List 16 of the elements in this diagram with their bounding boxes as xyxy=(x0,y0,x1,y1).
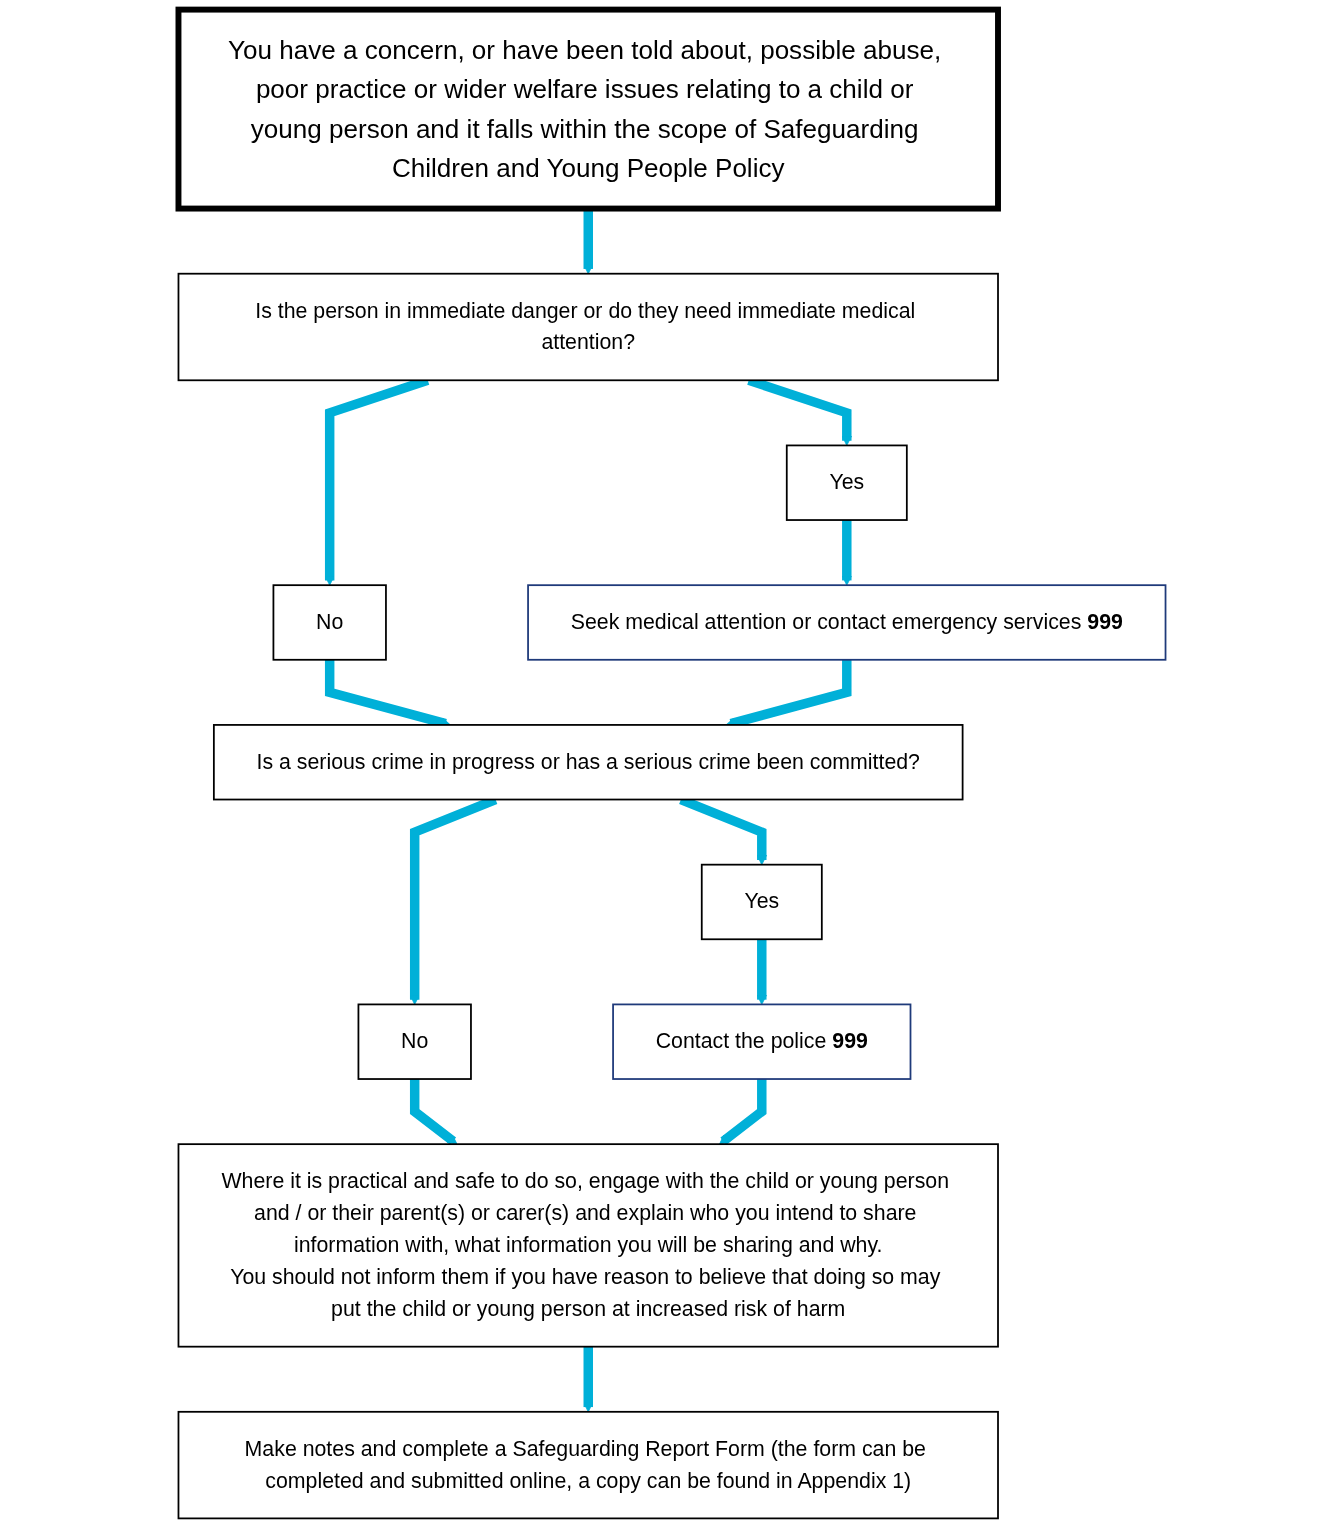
node-box: Is a serious crime in progress or has a serious crime been committed? xyxy=(212,724,963,801)
node-box: Where it is practical and safe to do so, engage with the child or young person and / or their parent(s) or carer(s) and explain who you intend to share information with, what information you will be sharing and why. You should not inform them if you have reason to believe that doing so may put the child or young person at increased risk of harm xyxy=(177,1143,999,1348)
arrow xyxy=(718,1079,766,1145)
arrow xyxy=(841,520,852,586)
arrow xyxy=(409,1079,457,1145)
node-box: Contact the police 999 xyxy=(611,1003,911,1080)
node-box: Seek medical attention or contact emergency services 999 xyxy=(526,584,1166,661)
arrow xyxy=(582,1346,593,1413)
node-box: Yes xyxy=(785,444,908,521)
node-box: You have a concern, or have been told about, possible abuse, poor practice or wider welfare issues relating to a child or young person and it falls within the scope of Safeguarding Children and Young People Policy xyxy=(175,6,1001,212)
node-box: Is the person in immediate danger or do they need immediate medical attention? xyxy=(177,272,999,382)
arrow xyxy=(756,939,767,1005)
node-box: No xyxy=(272,584,387,661)
node-box: No xyxy=(357,1003,472,1080)
node-box: Make notes and complete a Safeguarding Report Form (the form can be completed and submitted online, a copy can be found in Appendix 1) xyxy=(177,1410,999,1520)
node-box: Yes xyxy=(700,863,823,941)
